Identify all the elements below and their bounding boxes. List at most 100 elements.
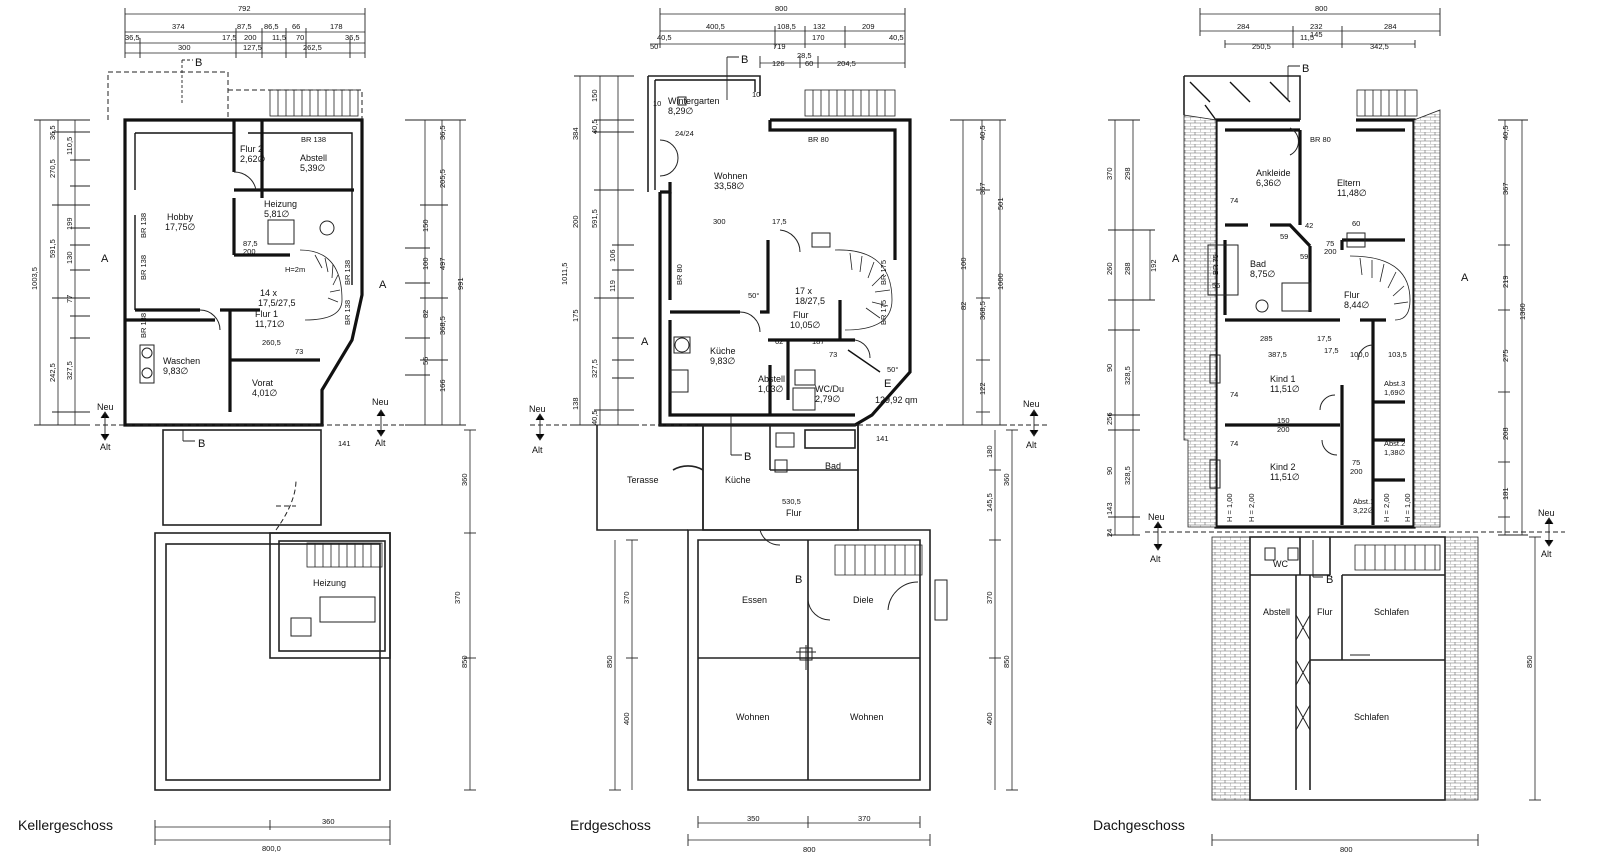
neu-marker: Neu: [1538, 508, 1555, 518]
dim-text: 384: [571, 127, 580, 140]
dim-text: 187: [812, 337, 825, 346]
dim-text: 130: [65, 251, 74, 264]
dim-text: 591,5: [48, 239, 57, 258]
door-dim: 87,5: [243, 239, 258, 248]
dim-text: 591,5: [590, 209, 599, 228]
room-label-flur1: Flur 1: [255, 309, 278, 319]
keller-bottom-dims: 360 800,0: [154, 817, 391, 853]
dach-old-roof-left: [1211, 536, 1251, 801]
dim-text: 497: [438, 257, 447, 270]
dach-spiral-stair: [1349, 255, 1411, 321]
dim-text: 1003,5: [30, 267, 39, 290]
section-marker-a: A: [641, 336, 649, 348]
stair-label: 18/27,5: [795, 296, 825, 306]
dim-text: 400: [622, 712, 631, 725]
dim-text: 75: [1326, 239, 1334, 248]
window-label: BR 138: [139, 255, 148, 280]
dim-text: 327,5: [590, 359, 599, 378]
dim-text: 127,5: [243, 43, 262, 52]
erd-spiral-stair: [834, 249, 893, 331]
dim-text: 90: [1105, 364, 1114, 372]
keller-walls: [107, 71, 364, 427]
alt-marker: Alt: [375, 438, 386, 448]
dim-text: 17,5: [772, 217, 787, 226]
dim-text: 350: [747, 814, 760, 823]
dim-text: 285: [1260, 334, 1273, 343]
dach-old-stair: [1354, 544, 1441, 571]
dim-text: 36,5: [125, 33, 140, 42]
dim-text: 250,5: [1252, 42, 1271, 51]
dim-text: 10: [653, 99, 661, 108]
section-marker-b: B: [744, 451, 751, 463]
dim-text: 219: [1501, 275, 1510, 288]
dim-text: 50°: [748, 291, 759, 300]
window-label: BR 80: [675, 264, 684, 285]
room-label-diele-old: Diele: [853, 595, 874, 605]
dim-text: 1360: [1518, 303, 1527, 320]
room-area: 3,22∅: [1353, 506, 1374, 515]
dim-text: 73: [295, 347, 303, 356]
dim-text: 800: [803, 845, 816, 854]
room-label-wc-old: WC: [1273, 559, 1288, 569]
dim-text: 288: [1123, 262, 1132, 275]
room-label-heizung-old: Heizung: [313, 578, 346, 588]
stair-label: 17 x: [795, 286, 813, 296]
dim-text: 55: [421, 357, 430, 365]
dim-text: 70: [296, 33, 304, 42]
door-dim: 200: [243, 247, 256, 256]
dim-text: 100: [421, 257, 430, 270]
dim-text: 40,5: [590, 119, 599, 134]
room-label-abstell: Abstell: [300, 153, 327, 163]
dim-text: 719: [773, 42, 786, 51]
dim-text: 132: [813, 22, 826, 31]
dim-text: 232: [1310, 22, 1323, 31]
room-area: 8,44∅: [1344, 300, 1369, 310]
dim-text: 300: [713, 217, 726, 226]
alt-marker: Alt: [1541, 549, 1552, 559]
dim-text: 199: [65, 217, 74, 230]
window-label: BR 138: [301, 135, 326, 144]
room-area: 5,39∅: [300, 163, 325, 173]
dim-text: 342,5: [1370, 42, 1389, 51]
dim-text: 36,5: [438, 125, 447, 140]
height-label: H = 1,00: [1403, 493, 1412, 522]
room-label-bad: Bad: [1250, 259, 1266, 269]
dim-text: 60: [1352, 219, 1360, 228]
dim-text: 103,5: [1388, 350, 1407, 359]
room-label-bad-old: Bad: [825, 461, 841, 471]
dach-floor: 800 284 232 284 11,5 145 250,5 342,5 370…: [1093, 4, 1565, 854]
dim-text: 11,5: [272, 33, 286, 42]
room-label-wcdu: WC/Du: [815, 384, 844, 394]
dim-text: 850: [1002, 655, 1011, 668]
room-area: 5,81∅: [264, 209, 289, 219]
room-label-abst1: Abst.1: [1353, 497, 1374, 506]
dim-text: 200: [1350, 467, 1363, 476]
room-label-wohnen: Wohnen: [714, 171, 747, 181]
dim-text: 100,0: [1350, 350, 1369, 359]
room-area: 10,05∅: [790, 320, 820, 330]
dim-text: 28,5: [797, 51, 812, 60]
dim-text: 82: [959, 302, 968, 310]
dim-text: 850: [605, 655, 614, 668]
keller-top-dims: 792 374 87,5 86,5 66 178 36,5 17,5 200 1…: [124, 4, 366, 58]
window-label: BR 175: [879, 260, 888, 285]
dim-text: 17,5: [222, 33, 237, 42]
neu-marker: Neu: [1023, 399, 1040, 409]
dim-text: 370: [622, 591, 631, 604]
dim-text: 143: [1105, 502, 1114, 515]
room-label-ankleide: Ankleide: [1256, 168, 1291, 178]
dim-text: 141: [876, 434, 889, 443]
dim-text: 126: [772, 59, 785, 68]
room-label-wohnen-old2: Wohnen: [850, 712, 883, 722]
room-label-kind1: Kind 1: [1270, 374, 1296, 384]
dim-text: 328,5: [1123, 466, 1132, 485]
room-area: 1,69∅: [1384, 388, 1405, 397]
dim-text: 200: [1324, 247, 1337, 256]
height-label: H = 2,00: [1247, 493, 1256, 522]
room-area: 1,03∅: [758, 384, 783, 394]
window-label: BR 138: [139, 213, 148, 238]
dim-text: 73: [829, 350, 837, 359]
dim-text: 1000: [996, 273, 1005, 290]
room-area: 8,75∅: [1250, 269, 1275, 279]
